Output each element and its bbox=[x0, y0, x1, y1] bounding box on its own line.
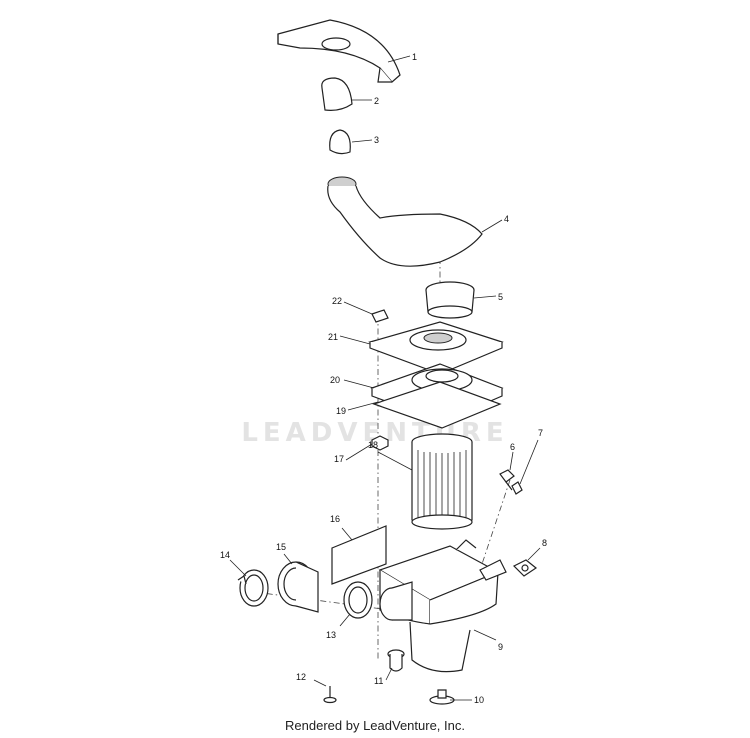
centerline-screw bbox=[469, 479, 511, 601]
callout-15: 15 bbox=[276, 542, 286, 552]
callout-4: 4 bbox=[504, 214, 509, 224]
callout-20: 20 bbox=[330, 375, 340, 385]
leader-lines bbox=[229, 55, 541, 701]
callout-12: 12 bbox=[296, 672, 306, 682]
callout-16: 16 bbox=[330, 514, 340, 524]
callout-5: 5 bbox=[498, 292, 503, 302]
callout-6: 6 bbox=[510, 442, 515, 452]
part-clamp-ring bbox=[343, 581, 373, 619]
part-nut-plate bbox=[512, 559, 538, 577]
callout-22: 22 bbox=[332, 296, 342, 306]
callout-14: 14 bbox=[220, 550, 230, 560]
callout-21: 21 bbox=[328, 332, 338, 342]
part-nut bbox=[371, 435, 389, 451]
part-mount-screw bbox=[323, 686, 337, 704]
part-decal bbox=[331, 525, 387, 585]
part-clamp bbox=[237, 569, 269, 607]
part-intake-stub bbox=[379, 581, 413, 621]
part-intake-duct bbox=[327, 176, 483, 267]
callout-2: 2 bbox=[374, 96, 379, 106]
part-coupler bbox=[277, 561, 319, 613]
part-cover-plate bbox=[277, 19, 401, 83]
part-gasket bbox=[372, 381, 502, 429]
part-cap bbox=[321, 77, 353, 111]
callout-labels: 1 2 3 4 5 6 7 8 9 10 11 12 13 14 15 16 1… bbox=[220, 52, 547, 705]
callout-19: 19 bbox=[336, 406, 346, 416]
part-bolt-upper bbox=[499, 469, 515, 491]
callout-17: 17 bbox=[334, 454, 344, 464]
callout-7: 7 bbox=[538, 428, 543, 438]
part-grommet bbox=[429, 689, 455, 705]
part-screw bbox=[511, 481, 523, 495]
part-upper-plate bbox=[368, 321, 504, 375]
callout-18: 18 bbox=[368, 440, 378, 450]
callout-13: 13 bbox=[326, 630, 336, 640]
part-small-cap bbox=[329, 129, 351, 155]
callout-10: 10 bbox=[474, 695, 484, 705]
callout-3: 3 bbox=[374, 135, 379, 145]
callout-9: 9 bbox=[498, 642, 503, 652]
callout-11: 11 bbox=[374, 676, 383, 686]
callout-8: 8 bbox=[542, 538, 547, 548]
part-clip bbox=[371, 309, 389, 323]
callout-1: 1 bbox=[412, 52, 417, 62]
part-filter-element bbox=[411, 433, 473, 530]
part-rubber-boot bbox=[425, 281, 475, 319]
part-drain-valve bbox=[387, 649, 405, 672]
footer-credit: Rendered by LeadVenture, Inc. bbox=[285, 718, 465, 733]
